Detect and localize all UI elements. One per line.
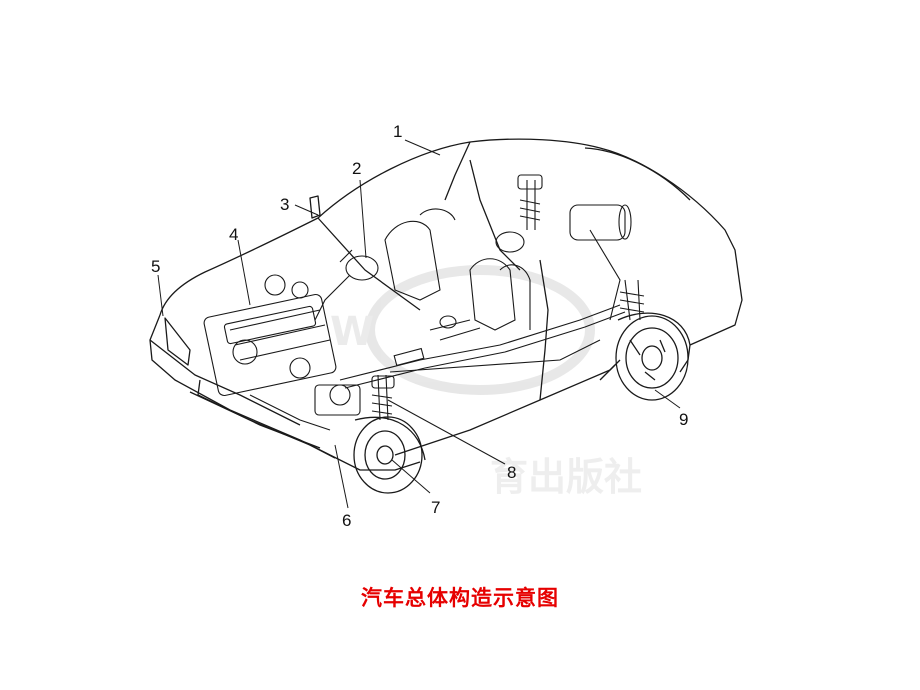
callout-4: 4 [229,225,238,244]
publisher-watermark: W 育出版社 [330,265,642,499]
rear-wheel [615,312,691,401]
callout-labels: 1 2 3 4 5 6 7 8 9 [151,122,688,530]
callout-5: 5 [151,257,160,276]
callout-8: 8 [507,463,516,482]
callout-9: 9 [679,410,688,429]
leader-lines [157,139,681,509]
car-body [149,138,743,471]
steering-system [314,249,379,321]
rear-suspension [495,174,645,321]
callout-2: 2 [352,159,361,178]
drivetrain [339,304,626,389]
front-suspension [371,374,395,421]
callout-1: 1 [393,122,402,141]
callout-7: 7 [431,498,440,517]
callout-6: 6 [342,511,351,530]
seats [384,208,531,331]
callout-3: 3 [280,195,289,214]
front-wheel [353,416,426,494]
diagram-caption: 汽车总体构造示意图 [361,586,559,610]
svg-text:W: W [330,309,374,355]
engine [203,274,361,431]
svg-text:育出版社: 育出版社 [490,455,642,499]
